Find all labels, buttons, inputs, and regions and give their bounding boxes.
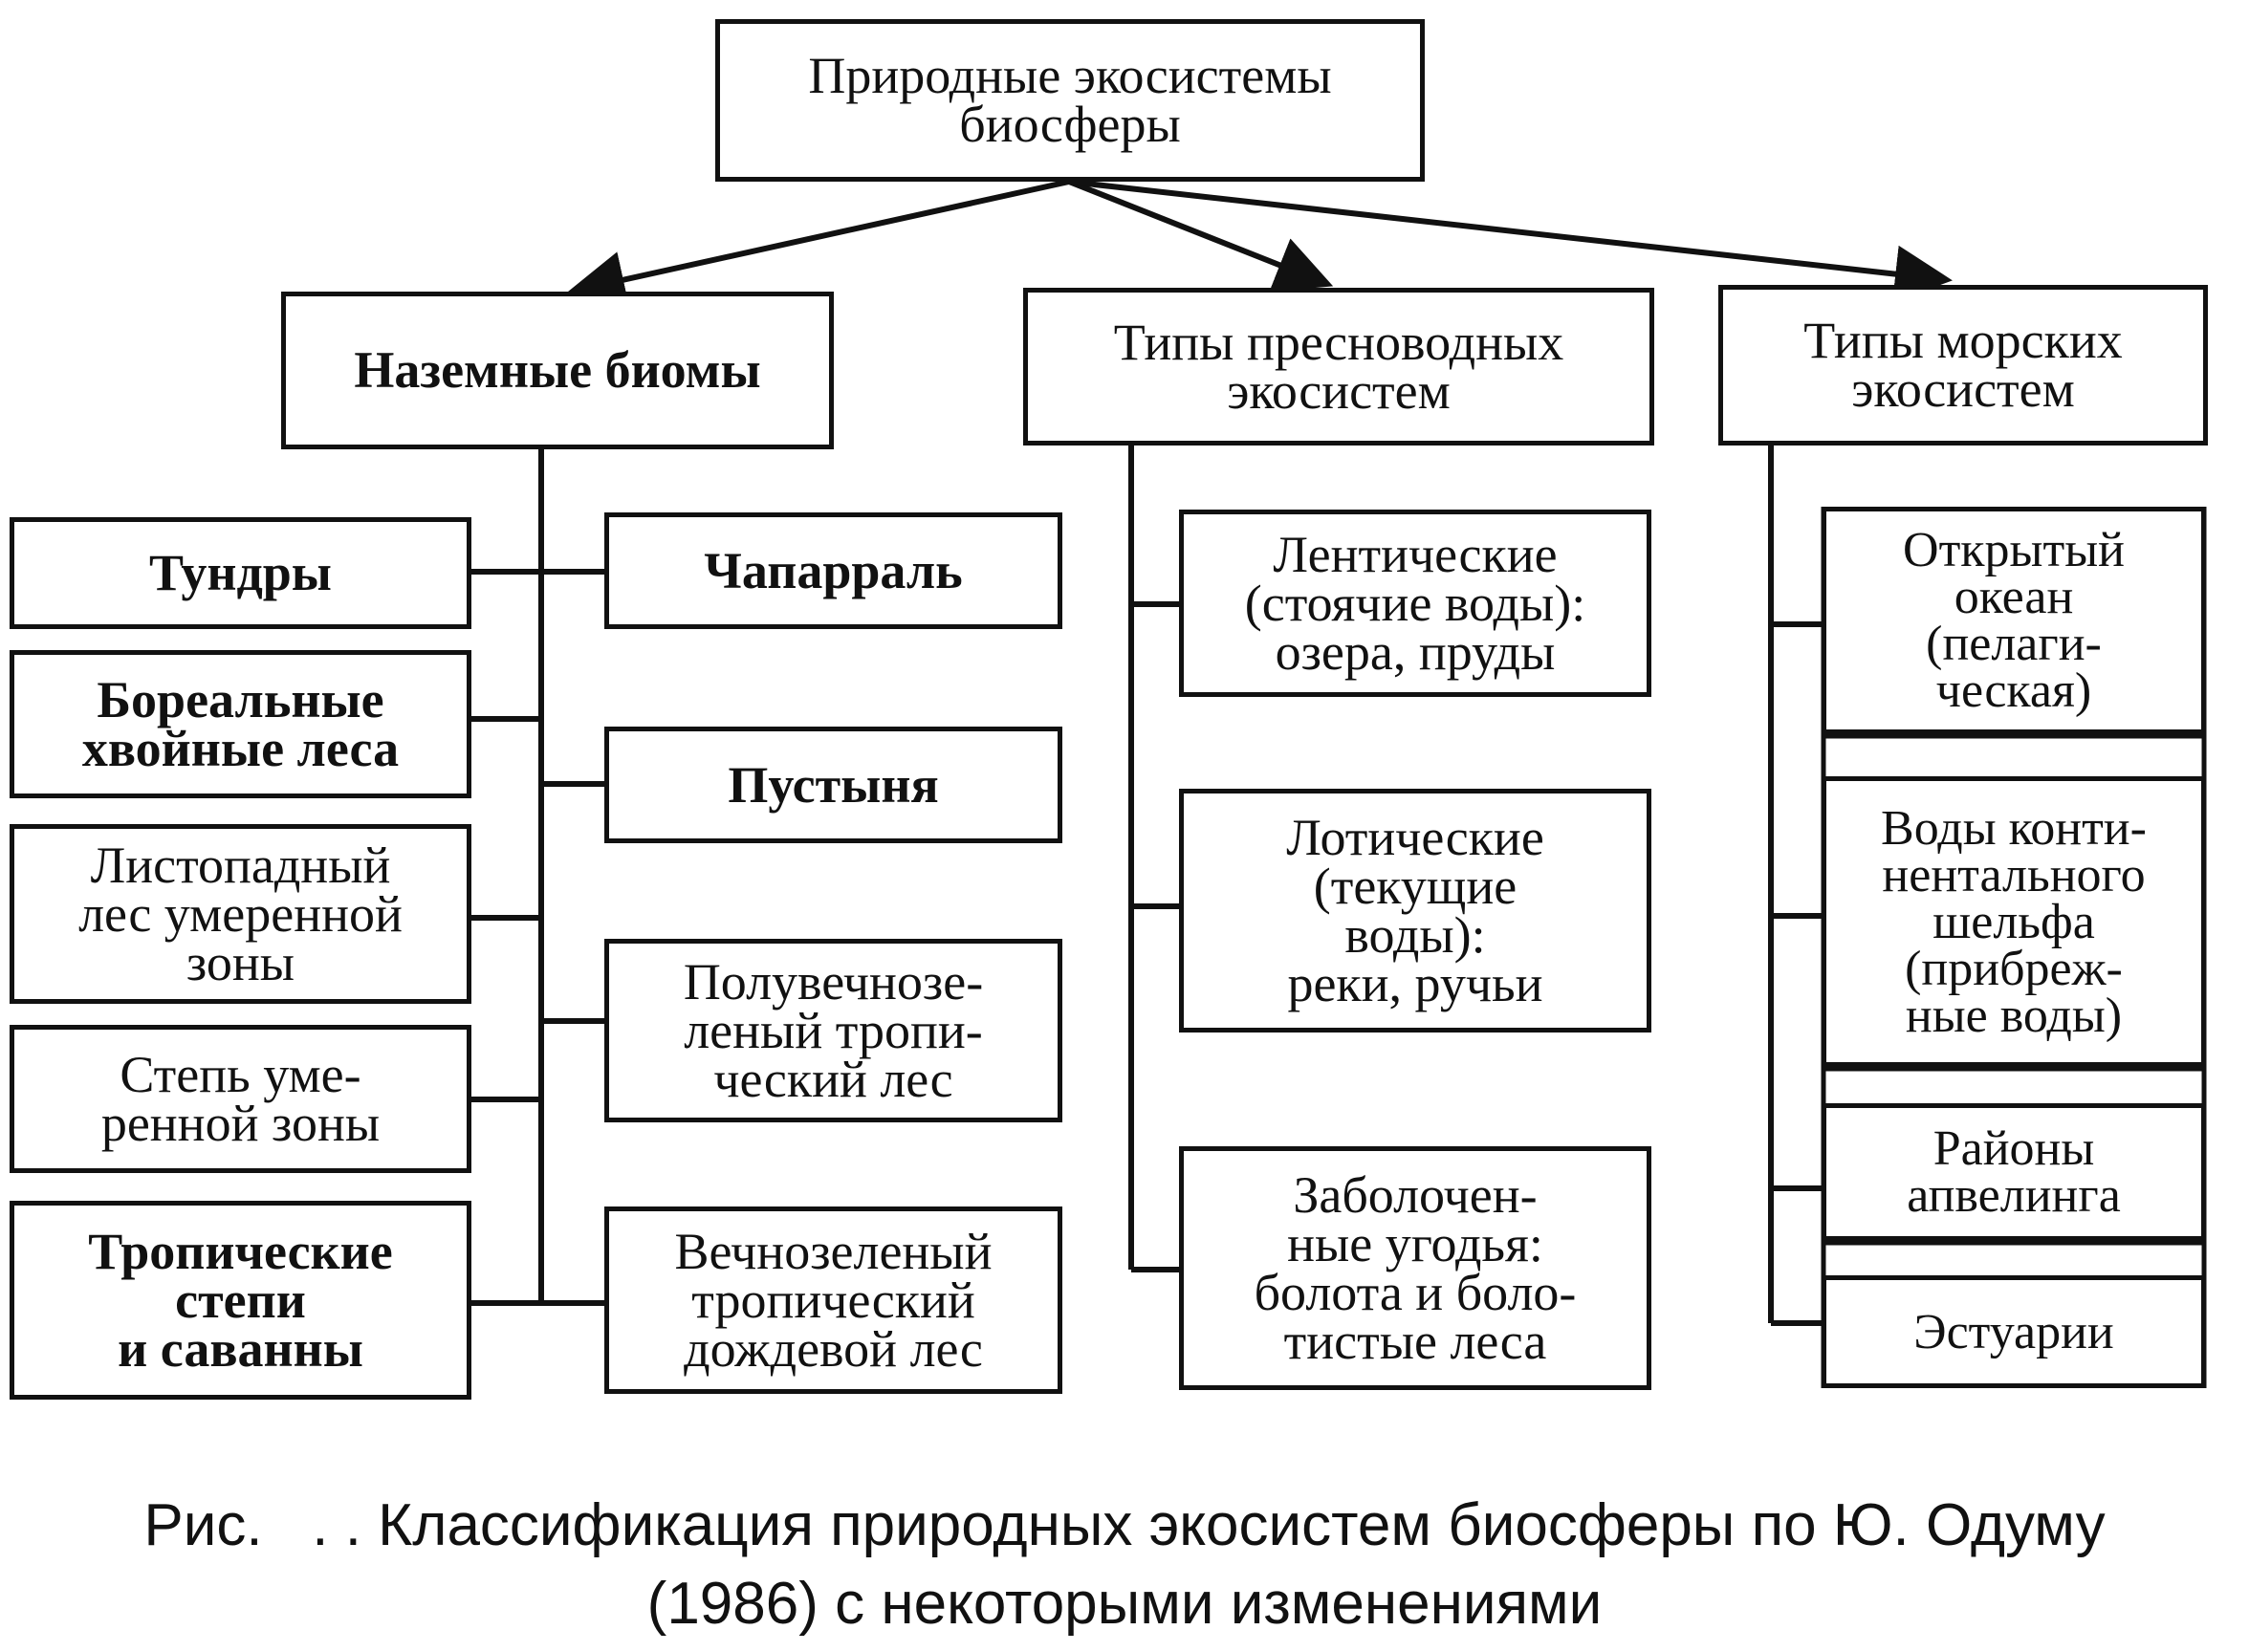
terrestrial-right-item: Чапарраль — [604, 512, 1062, 629]
arrow-to-terrestrial — [567, 179, 1070, 308]
terrestrial-left-item: Тропические степи и саванны — [10, 1201, 471, 1400]
freshwater-item: Лотические (текущие воды): реки, ручьи — [1179, 789, 1651, 1032]
freshwater-title: Типы пресноводных экосистем — [1023, 288, 1654, 446]
figure-caption-line1: Рис. . . Классификация природных экосист… — [143, 1492, 2106, 1558]
root-box: Природные экосистемы биосферы — [715, 19, 1425, 182]
marine-item: Районы апвелинга — [1822, 1103, 2206, 1241]
terrestrial-right-item: Пустыня — [604, 727, 1062, 843]
terrestrial-left-item: Листопадный лес умеренной зоны — [10, 824, 471, 1004]
terrestrial-right-item: Вечнозеленый тропический дождевой лес — [604, 1206, 1062, 1394]
arrow-to-marine — [1068, 179, 1953, 303]
marine-title: Типы морских экосистем — [1718, 285, 2208, 446]
terrestrial-right-item: Полувечнозе- леный тропи- ческий лес — [604, 939, 1062, 1122]
arrow-to-freshwater — [1067, 179, 1334, 293]
marine-item: Эстуарии — [1822, 1275, 2206, 1388]
terrestrial-left-item: Тундры — [10, 517, 471, 629]
freshwater-item: Лентические (стоячие воды): озера, пруды — [1179, 510, 1651, 697]
terrestrial-left-item: Бореальные хвойные леса — [10, 650, 471, 798]
marine-item: Воды конти- нентального шельфа (прибреж-… — [1822, 776, 2206, 1067]
figure-caption-line2: (1986) с некоторыми изменениями — [646, 1571, 1603, 1637]
terrestrial-title: Наземные биомы — [281, 292, 834, 449]
freshwater-item: Заболочен- ные угодья: болота и боло- ти… — [1179, 1146, 1651, 1390]
terrestrial-left-item: Степь уме- ренной зоны — [10, 1025, 471, 1173]
marine-item: Открытый океан (пелаги- ческая) — [1822, 507, 2206, 734]
